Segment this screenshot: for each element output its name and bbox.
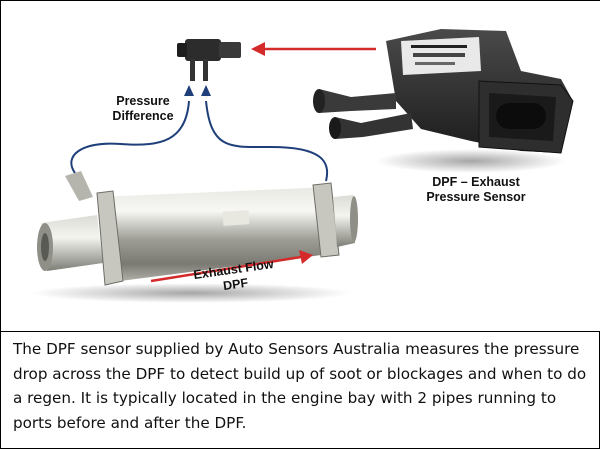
- large-sensor-icon: [313, 29, 574, 173]
- dpf-canister: [31, 171, 358, 303]
- pressure-pipes: [70, 100, 329, 182]
- pressure-label-line1: Pressure: [116, 94, 170, 108]
- sensor-label: DPF – Exhaust Pressure Sensor: [411, 175, 541, 205]
- pressure-label-line2: Difference: [112, 109, 174, 123]
- sensor-pointer-arrow: [251, 42, 376, 56]
- pressure-arrows: [184, 85, 211, 96]
- small-sensor-icon: [177, 39, 241, 81]
- exhaust-flow-arrow: [150, 250, 313, 283]
- diagram-illustration: [31, 29, 574, 303]
- pressure-difference-label: Pressure Difference: [97, 94, 189, 124]
- sensor-label-line2: Pressure Sensor: [426, 190, 526, 204]
- sensor-label-line1: DPF – Exhaust: [432, 175, 520, 189]
- caption-text: The DPF sensor supplied by Auto Sensors …: [13, 340, 587, 432]
- dpf-diagram: Pressure Difference DPF – Exhaust Pressu…: [1, 1, 600, 332]
